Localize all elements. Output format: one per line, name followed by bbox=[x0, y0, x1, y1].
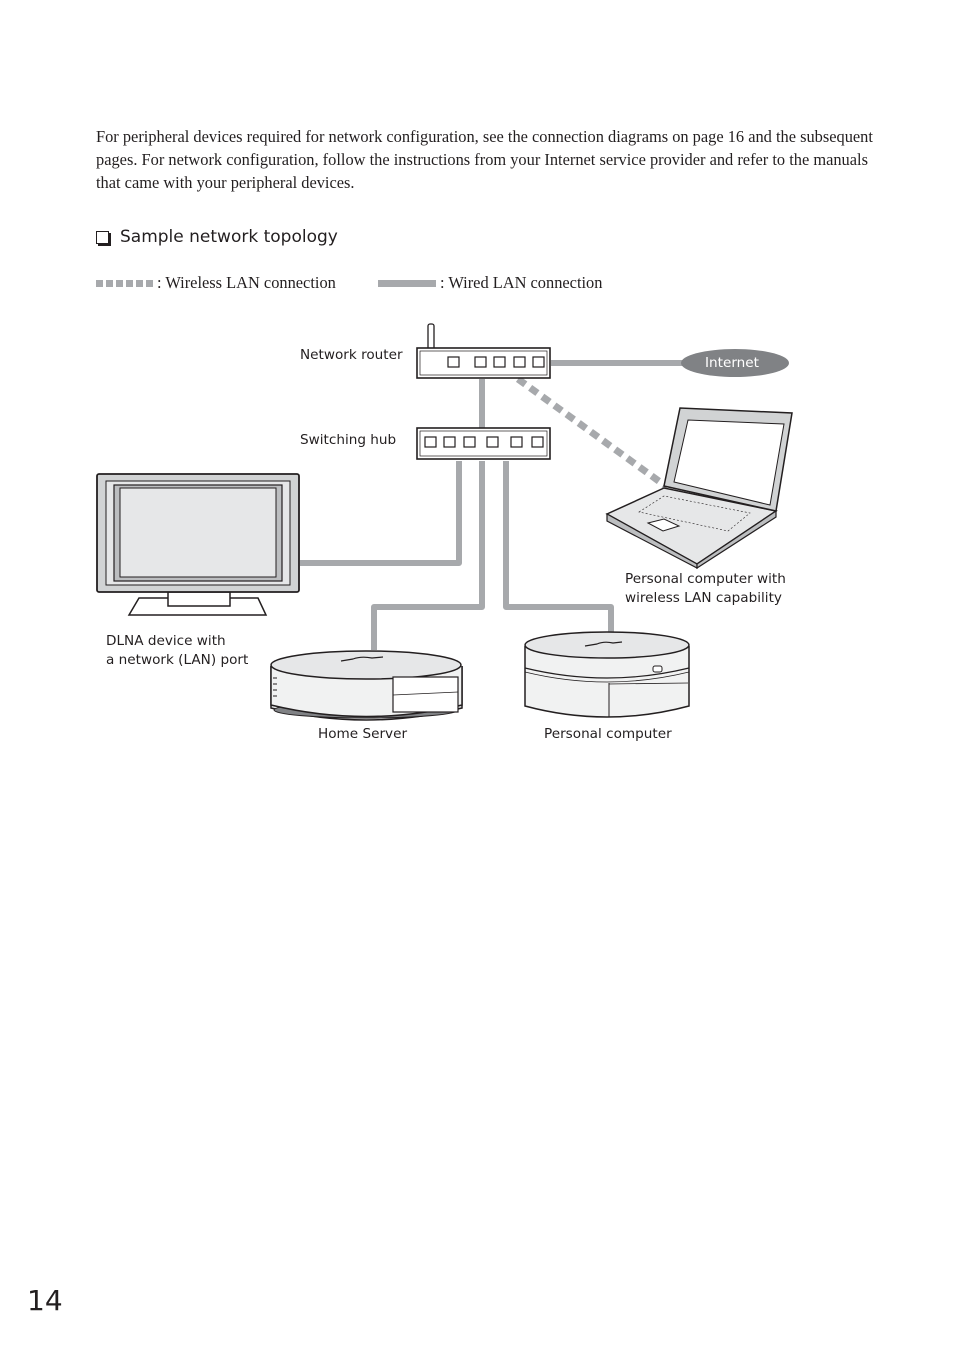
checkbox-icon bbox=[96, 230, 109, 244]
tv-icon bbox=[96, 473, 300, 616]
router-icon bbox=[416, 323, 551, 379]
personal-computer-icon bbox=[524, 631, 690, 718]
legend-wireless: : Wireless LAN connection bbox=[96, 270, 336, 296]
dlna-device-label: DLNA device with a network (LAN) port bbox=[106, 633, 249, 668]
section-heading: Sample network topology bbox=[96, 225, 338, 249]
intro-paragraph: For peripheral devices required for netw… bbox=[96, 127, 873, 192]
hub-tv-link bbox=[300, 461, 462, 566]
legend-wired: : Wired LAN connection bbox=[378, 270, 602, 296]
network-diagram: Network router Switching hub Internet DL… bbox=[96, 323, 793, 742]
switching-hub-icon bbox=[416, 427, 551, 460]
internet-bubble-icon bbox=[681, 349, 789, 377]
page-number: 14 bbox=[27, 1284, 63, 1317]
legend-wired-label: : Wired LAN connection bbox=[440, 273, 603, 292]
hub-homeserver-link bbox=[371, 461, 485, 650]
section-heading-text: Sample network topology bbox=[120, 227, 338, 247]
home-server-label: Home Server bbox=[318, 726, 408, 742]
switching-hub-label: Switching hub bbox=[300, 432, 397, 448]
internet-label: Internet bbox=[705, 355, 759, 371]
wireless-swatch-icon bbox=[96, 279, 153, 287]
laptop-label: Personal computer with wireless LAN capa… bbox=[625, 571, 786, 606]
wireless-connection bbox=[515, 376, 670, 490]
hub-pc-link bbox=[503, 461, 614, 634]
network-router-label: Network router bbox=[300, 347, 403, 363]
network-topology-svg bbox=[96, 323, 793, 721]
home-server-icon bbox=[270, 650, 463, 721]
personal-computer-label: Personal computer bbox=[544, 726, 672, 742]
laptop-icon bbox=[605, 407, 793, 570]
wired-swatch-icon bbox=[378, 279, 436, 287]
legend-wireless-label: : Wireless LAN connection bbox=[157, 273, 336, 292]
wired-connections bbox=[300, 360, 688, 650]
